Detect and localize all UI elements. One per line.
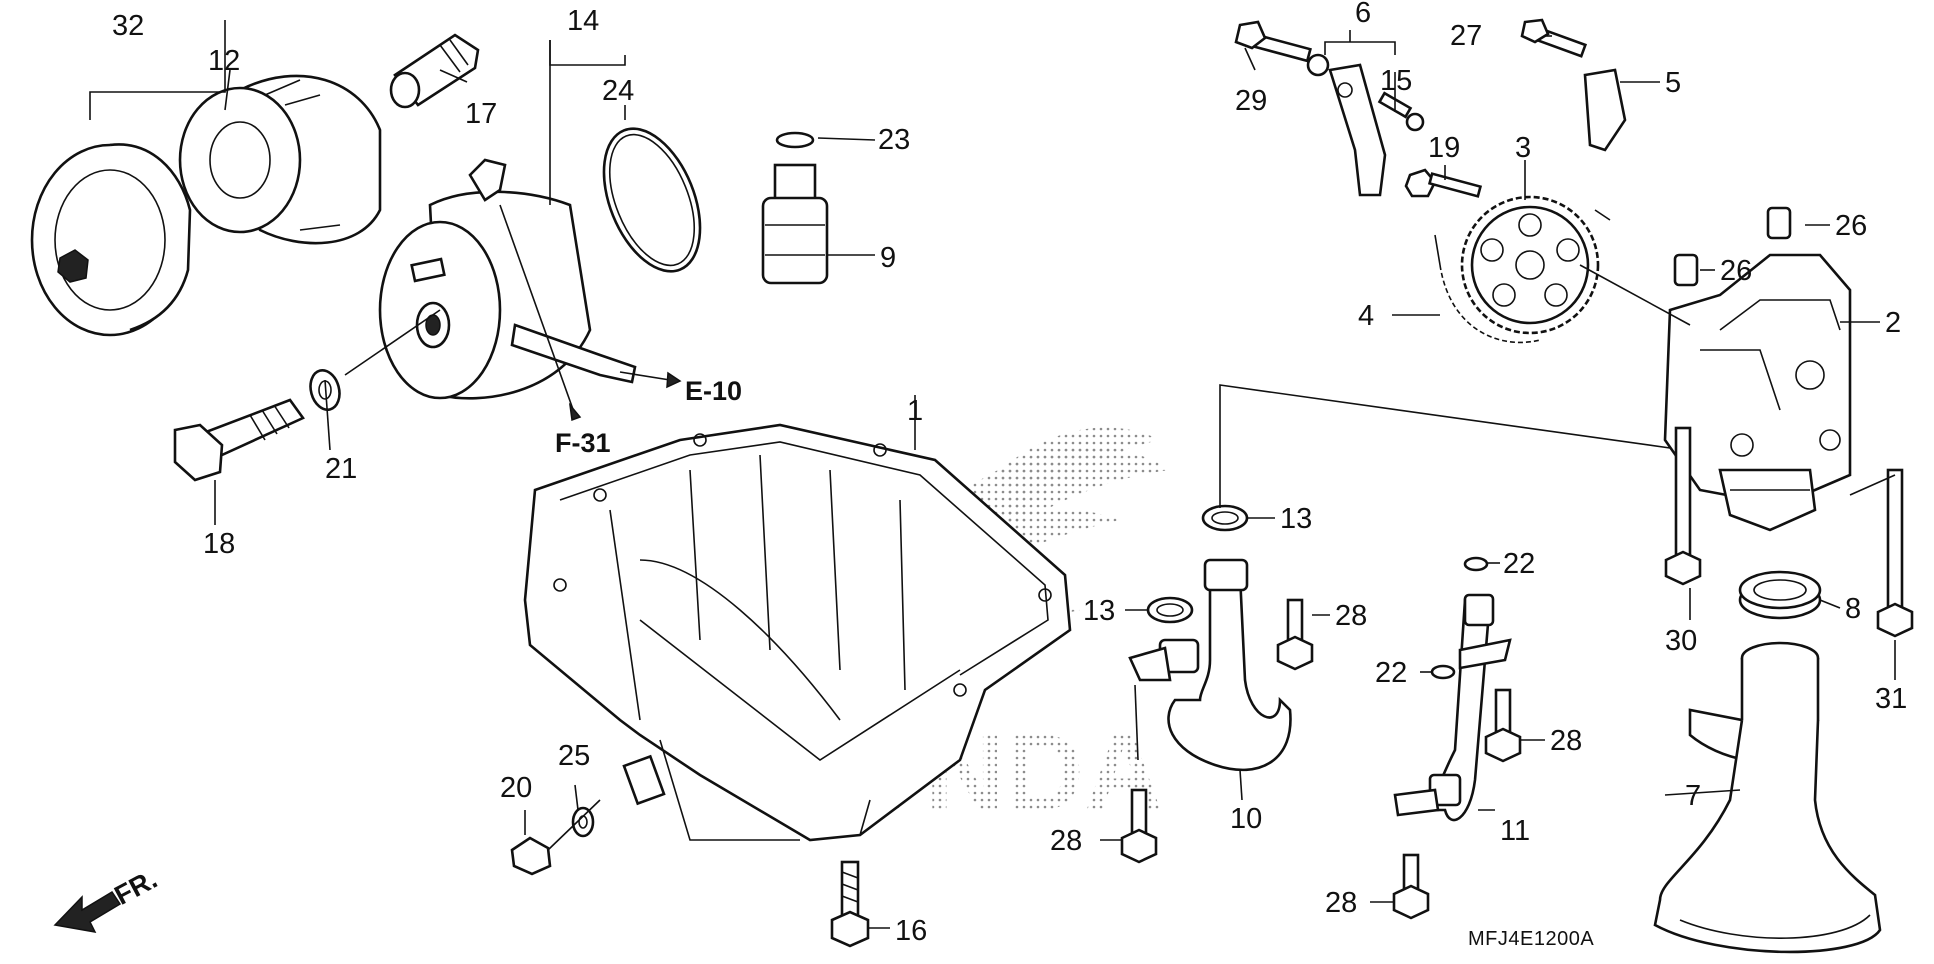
label-28-c: 28 <box>1550 725 1582 757</box>
oil-filter-cap-32 <box>30 143 192 337</box>
relief-valve-9 <box>761 131 829 285</box>
label-28-b: 28 <box>1050 825 1082 857</box>
label-17: 17 <box>465 98 497 130</box>
bolt-28-c <box>1484 688 1522 763</box>
reference-f31: F-31 <box>555 428 611 458</box>
oil-pump-sprocket-3 <box>1460 195 1600 335</box>
label-18: 18 <box>203 528 235 560</box>
label-13-lower: 13 <box>1083 595 1115 627</box>
label-2: 2 <box>1885 307 1901 339</box>
dowel-pin-26-b <box>1766 206 1792 240</box>
chain-tensioner-5 <box>1520 18 1627 152</box>
label-26-lower: 26 <box>1720 255 1752 287</box>
oil-pump-2 <box>1663 253 1852 532</box>
label-1: 1 <box>907 395 923 427</box>
label-19: 19 <box>1428 132 1460 164</box>
label-31: 31 <box>1875 683 1907 715</box>
chain-guide-6 <box>1234 20 1425 197</box>
label-28-d: 28 <box>1325 887 1357 919</box>
o-ring-22-upper <box>1463 556 1489 572</box>
label-11: 11 <box>1500 815 1530 847</box>
label-9: 9 <box>880 242 896 274</box>
part-number-labels: 32 12 14 24 17 23 9 21 18 1 20 25 16 6 1… <box>112 0 1907 947</box>
drain-bolt-20 <box>510 799 601 876</box>
oil-filter-nipple-17 <box>389 33 480 109</box>
label-5: 5 <box>1665 67 1681 99</box>
label-3: 3 <box>1515 132 1531 164</box>
reference-e10: E-10 <box>685 376 742 406</box>
oil-pipe-11 <box>1393 593 1512 822</box>
label-13-upper: 13 <box>1280 503 1312 535</box>
oil-cooler-14 <box>378 158 682 422</box>
label-6: 6 <box>1355 0 1371 29</box>
o-ring-13-upper <box>1201 504 1249 532</box>
label-32: 32 <box>112 10 144 42</box>
diagram-code: MFJ4E1200A <box>1468 928 1594 950</box>
label-25: 25 <box>558 740 590 772</box>
oil-pump-chain-4 <box>1434 209 1611 344</box>
label-26-upper: 26 <box>1835 210 1867 242</box>
oil-pan-1 <box>523 423 1072 842</box>
bolt-28-b <box>1120 788 1158 864</box>
o-ring-24 <box>602 127 702 273</box>
oil-filter-12 <box>178 74 382 245</box>
leader-lines <box>89 20 1896 929</box>
label-12: 12 <box>208 45 240 77</box>
label-21: 21 <box>325 453 357 485</box>
oil-pipe-10 <box>1128 558 1292 772</box>
label-27: 27 <box>1450 20 1482 52</box>
label-16: 16 <box>895 915 927 947</box>
o-ring-22-lower <box>1430 664 1456 680</box>
bolt-31 <box>1876 468 1914 638</box>
label-24: 24 <box>602 75 634 107</box>
label-20: 20 <box>500 772 532 804</box>
bolt-30 <box>1664 426 1702 586</box>
dowel-pin-26-a <box>1673 253 1699 287</box>
bolt-28-d <box>1392 853 1430 920</box>
label-8: 8 <box>1845 593 1861 625</box>
label-14: 14 <box>567 5 599 37</box>
front-direction-arrow <box>53 890 122 933</box>
label-15: 15 <box>1380 65 1412 97</box>
oil-seal-8 <box>1738 570 1822 620</box>
label-28-a: 28 <box>1335 600 1367 632</box>
label-7: 7 <box>1685 780 1701 812</box>
oil-bolt-18 <box>173 398 305 482</box>
label-29: 29 <box>1235 85 1267 117</box>
bolt-28-a <box>1276 598 1314 671</box>
oil-strainer-7 <box>1653 641 1882 954</box>
label-22-lower: 22 <box>1375 657 1407 689</box>
label-30: 30 <box>1665 625 1697 657</box>
o-ring-13-lower <box>1146 596 1194 624</box>
bolt-16 <box>830 860 870 948</box>
bolt-19 <box>1404 168 1483 198</box>
label-23: 23 <box>878 124 910 156</box>
label-4: 4 <box>1358 300 1374 332</box>
label-10: 10 <box>1230 803 1262 835</box>
label-22-upper: 22 <box>1503 548 1535 580</box>
